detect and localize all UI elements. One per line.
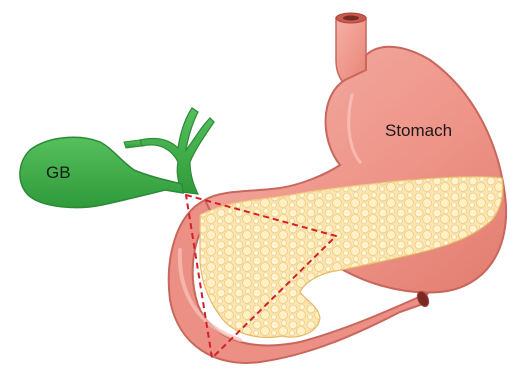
stomach-label: Stomach xyxy=(385,121,452,140)
gallbladder-label: GB xyxy=(46,163,71,182)
gallbladder: GB xyxy=(20,137,183,207)
